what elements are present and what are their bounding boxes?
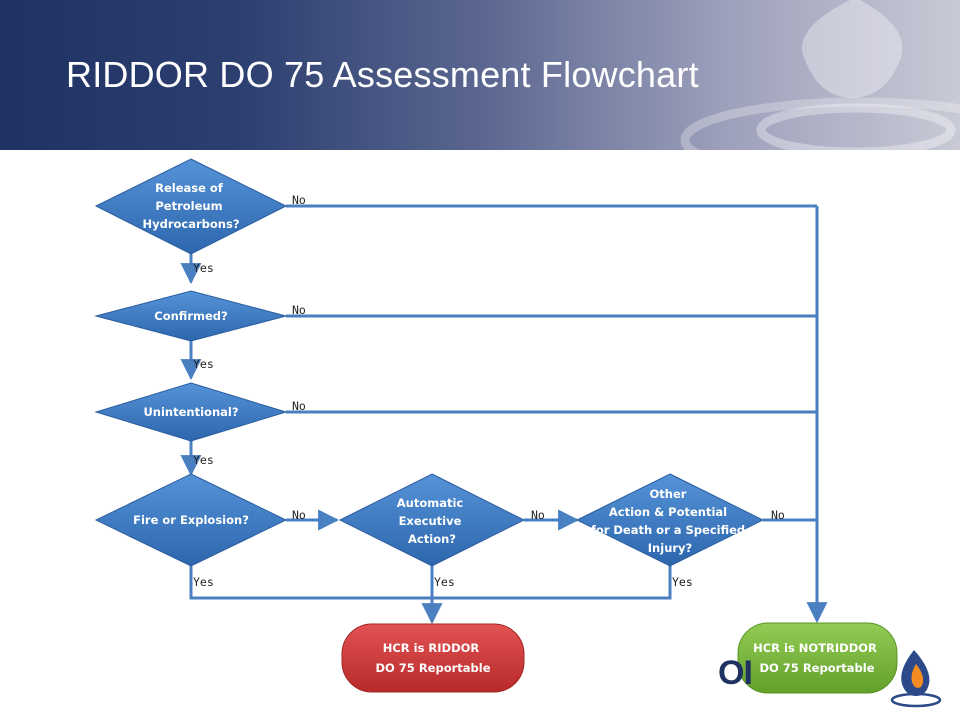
page-title: RIDDOR DO 75 Assessment Flowchart [66, 54, 699, 95]
ripple-inner [756, 103, 956, 150]
node-text-other: Other Action & Potential for Death or a … [591, 487, 749, 555]
diamond-unintentional [94, 382, 288, 442]
diamond-release [94, 158, 288, 255]
edge-label-confirmed-no: No [292, 303, 306, 317]
node-text-riddor: HCR is RIDDOR DO 75 Reportable [375, 641, 490, 675]
edge-label-automatic-no: No [531, 508, 545, 522]
slide-header: RIDDOR DO 75 Assessment Flowchart [0, 0, 960, 150]
logo-droplet-icon [890, 650, 942, 708]
node-text-confirmed: Confirmed? [154, 309, 227, 323]
edge-label-unintentional-no: No [292, 399, 306, 413]
ripple-outer [680, 97, 960, 150]
node-text-release: Release of Petroleum Hydrocarbons? [142, 181, 239, 231]
edge-fire-yes [189, 566, 432, 600]
edge-label-unintentional-yes: Yes [193, 453, 214, 467]
node-text-not-riddor: HCR is NOTRIDDOR DO 75 Reportable [753, 641, 881, 675]
edge-label-fire-yes: Yes [193, 575, 214, 589]
edge-label-fire-no: No [292, 508, 306, 522]
edge-label-release-yes: Yes [193, 261, 214, 275]
edge-label-confirmed-yes: Yes [193, 357, 214, 371]
edge-label-release-no: No [292, 193, 306, 207]
diamond-confirmed [94, 290, 288, 342]
diamond-automatic [338, 473, 526, 567]
edge-label-automatic-yes: Yes [434, 575, 455, 589]
company-logo: OI [712, 640, 942, 710]
node-text-fire: Fire or Explosion? [133, 513, 249, 527]
diamond-fire [94, 473, 288, 567]
edge-other-yes [432, 566, 672, 600]
node-text-unintentional: Unintentional? [143, 405, 238, 419]
edge-label-other-yes: Yes [672, 575, 693, 589]
logo-text: OI [718, 654, 753, 692]
terminal-riddor [341, 623, 525, 693]
node-text-automatic: Automatic Executive Action? [397, 496, 468, 546]
terminal-not-riddor [737, 622, 898, 694]
droplet-shape [802, 0, 903, 98]
edge-label-other-no: No [771, 508, 785, 522]
header-decoration [680, 0, 960, 150]
diamond-other [575, 473, 765, 567]
